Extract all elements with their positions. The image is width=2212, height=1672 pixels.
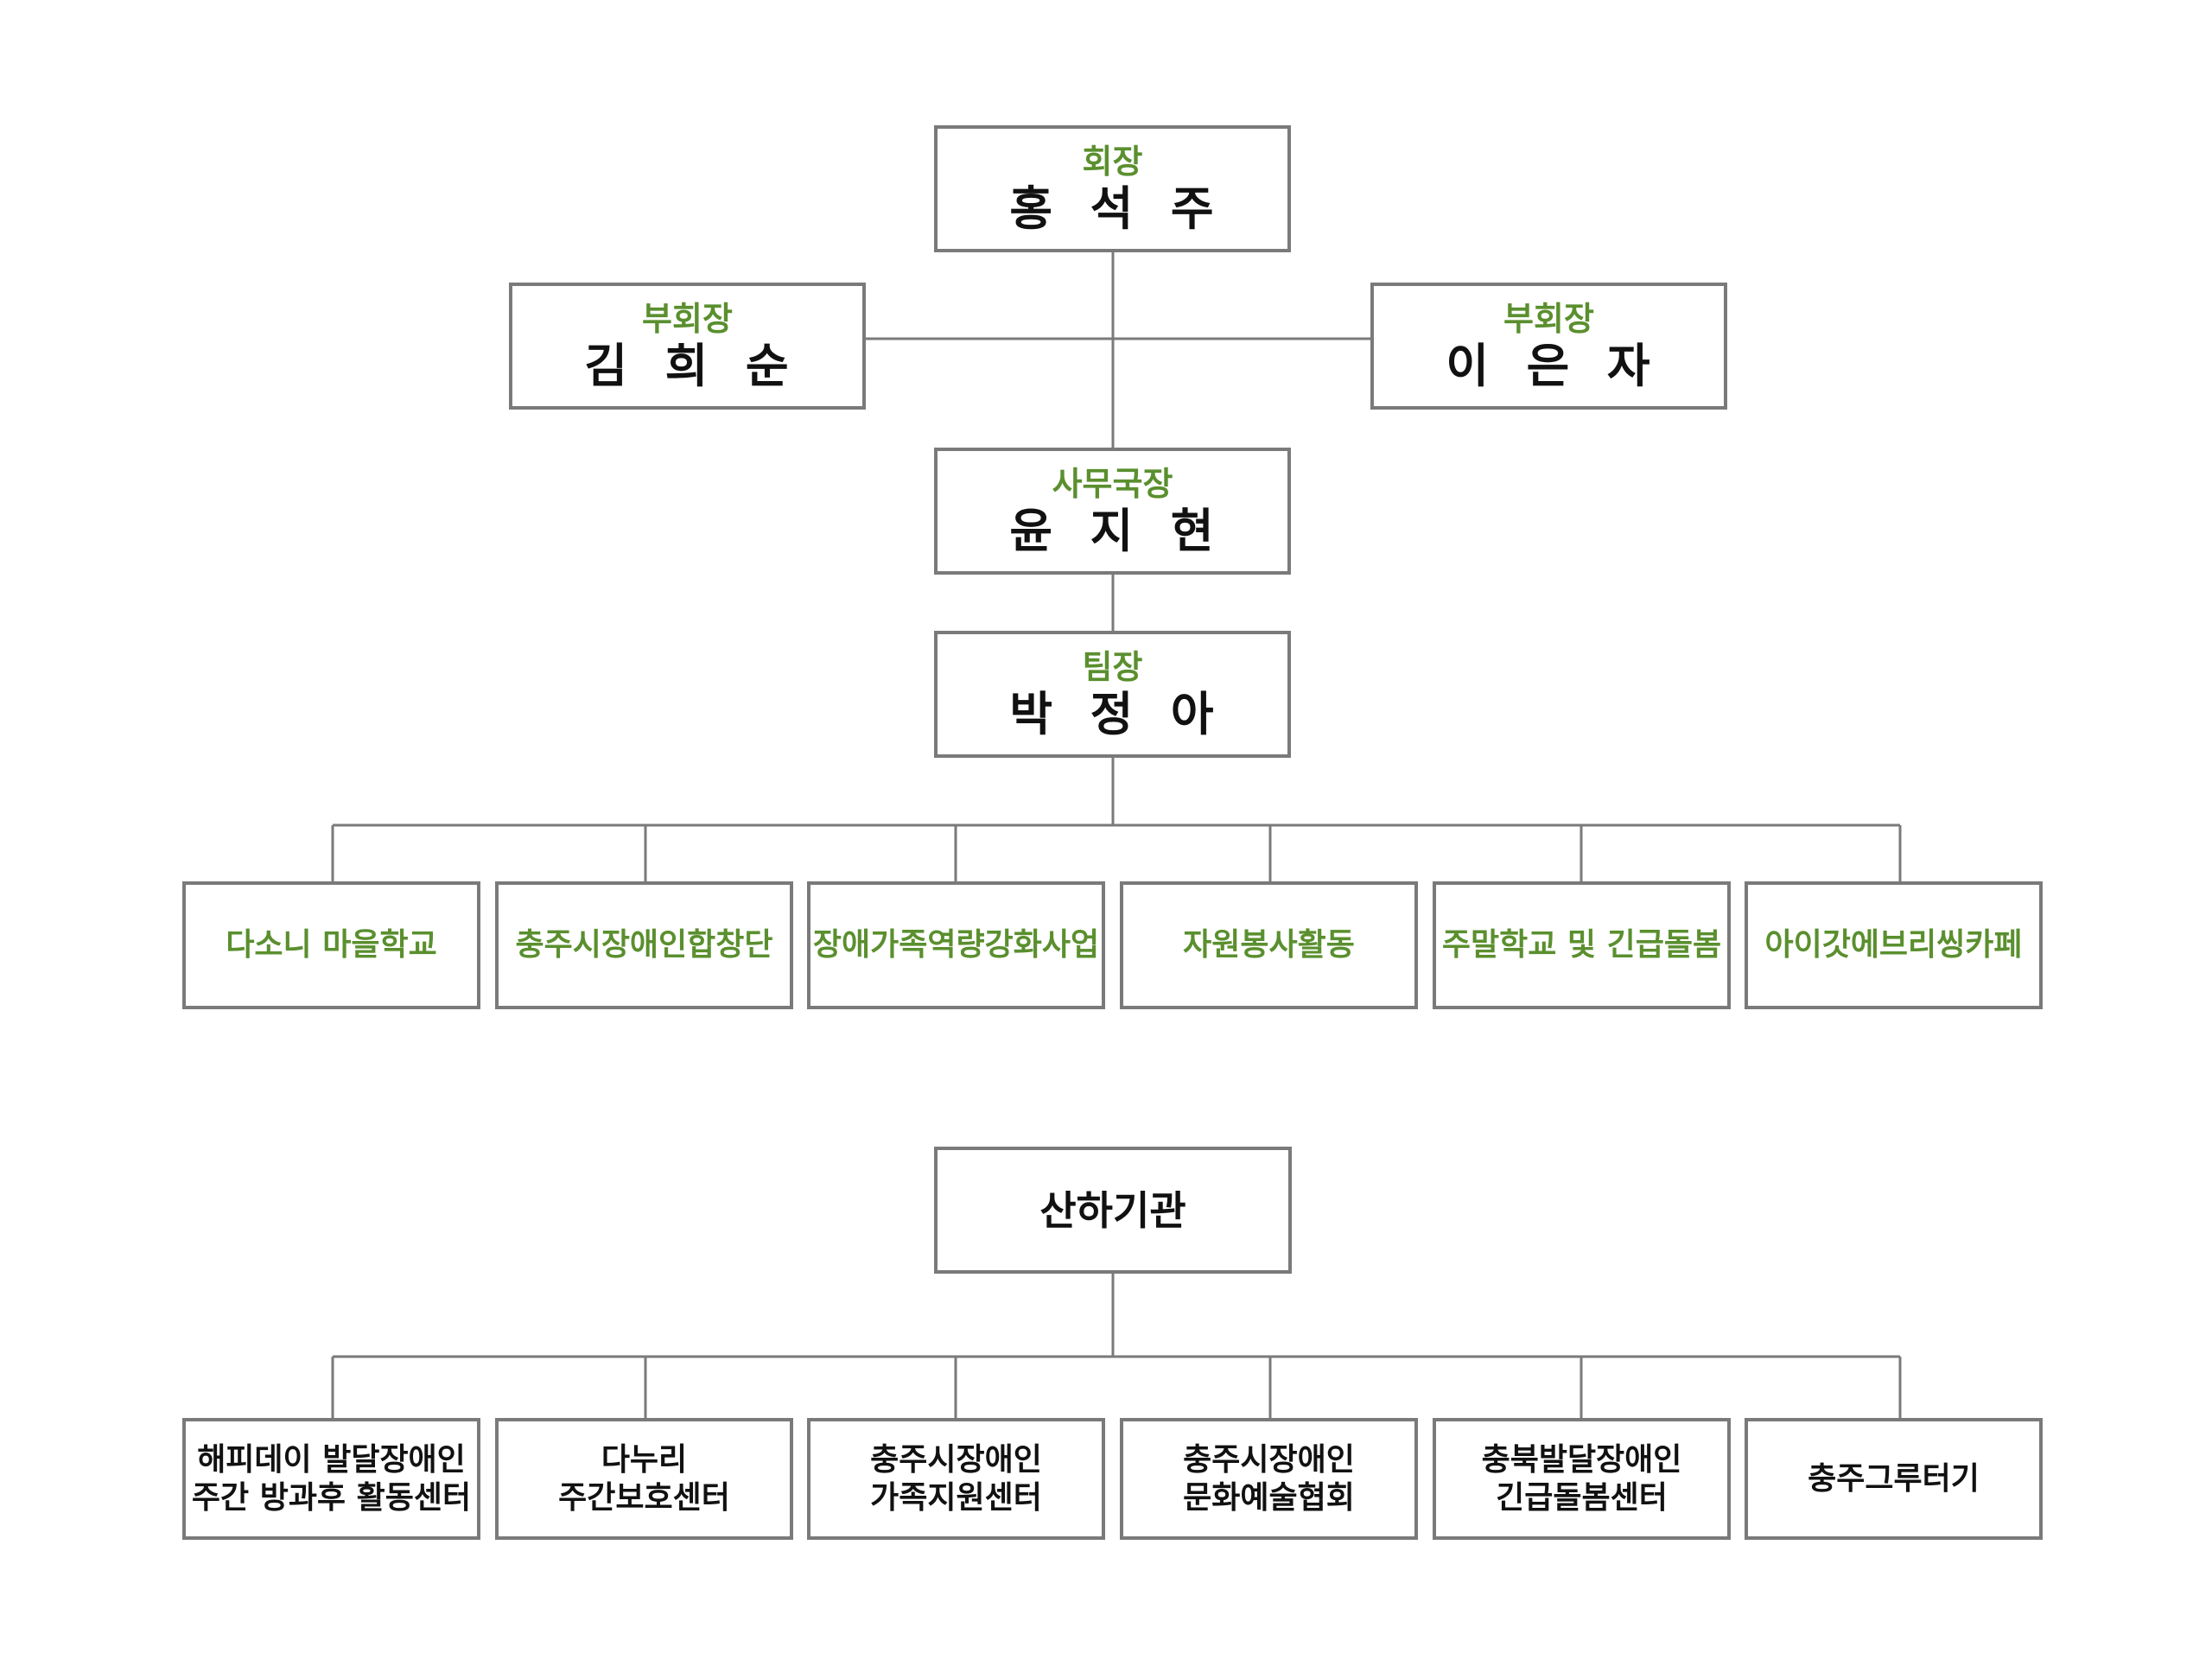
chairman-name: 홍 석 주 — [1009, 181, 1216, 236]
agency-box: 충주시장애인 가족지원센터 — [807, 1418, 1105, 1540]
program-label: 자원봉사활동 — [1183, 927, 1355, 963]
program-label: 주말학교 및 긴급돌봄 — [1441, 927, 1722, 963]
agency-line1: 해피데이 발달장애인 — [197, 1441, 466, 1478]
affiliated-agencies-title: 산하기관 — [1039, 1186, 1186, 1234]
agency-line2: 긴급돌봄센터 — [1496, 1479, 1668, 1516]
agency-line2: 가족지원센터 — [870, 1479, 1042, 1516]
agency-box: 다누리 주간보호센터 — [495, 1418, 793, 1540]
chairman-box: 회장 홍 석 주 — [934, 125, 1291, 252]
agency-box: 충북발달장애인 긴급돌봄센터 — [1433, 1418, 1731, 1540]
program-box: 주말학교 및 긴급돌봄 — [1433, 881, 1731, 1009]
vice-chairman-left-role: 부회장 — [642, 299, 733, 338]
program-box: 장애가족역량강화사업 — [807, 881, 1105, 1009]
secretary-general-role: 사무국장 — [1052, 464, 1173, 503]
agency-line2: 문화예술협회 — [1183, 1479, 1355, 1516]
vice-chairman-right-box: 부회장 이 은 자 — [1370, 283, 1727, 410]
team-leader-box: 팀장 박 정 아 — [934, 631, 1291, 758]
agency-box: 해피데이 발달장애인 주간 방과후 활동센터 — [182, 1418, 480, 1540]
agency-line1: 충북발달장애인 — [1481, 1441, 1682, 1478]
program-label: 아이갓에브리씽카페 — [1764, 927, 2023, 963]
agency-box: 충주시장애인 문화예술협회 — [1120, 1418, 1418, 1540]
vice-chairman-right-name: 이 은 자 — [1446, 338, 1652, 393]
vice-chairman-right-role: 부회장 — [1503, 299, 1594, 338]
agency-box: 충주그루터기 — [1745, 1418, 2043, 1540]
vice-chairman-left-name: 김 희 순 — [584, 338, 791, 393]
program-box: 아이갓에브리씽카페 — [1745, 881, 2043, 1009]
agency-line2: 주간 방과후 활동센터 — [191, 1479, 472, 1516]
program-label: 장애가족역량강화사업 — [812, 927, 1100, 963]
agency-line1: 충주시장애인 — [1183, 1441, 1355, 1478]
secretary-general-name: 윤 지 현 — [1009, 503, 1216, 558]
program-label: 충주시장애인합창단 — [515, 927, 773, 963]
program-box: 다소니 마을학교 — [182, 881, 480, 1009]
agency-line1: 충주그루터기 — [1808, 1460, 1980, 1497]
team-leader-name: 박 정 아 — [1009, 686, 1216, 741]
vice-chairman-left-box: 부회장 김 희 순 — [509, 283, 866, 410]
agency-line2: 주간보호센터 — [558, 1479, 730, 1516]
program-label: 다소니 마을학교 — [226, 927, 437, 963]
agency-line1: 다누리 — [601, 1441, 688, 1478]
chairman-role: 회장 — [1082, 142, 1143, 181]
affiliated-agencies-box: 산하기관 — [934, 1147, 1292, 1274]
agency-line1: 충주시장애인 — [870, 1441, 1042, 1478]
team-leader-role: 팀장 — [1082, 647, 1143, 686]
program-box: 충주시장애인합창단 — [495, 881, 793, 1009]
program-box: 자원봉사활동 — [1120, 881, 1418, 1009]
secretary-general-box: 사무국장 윤 지 현 — [934, 448, 1291, 575]
